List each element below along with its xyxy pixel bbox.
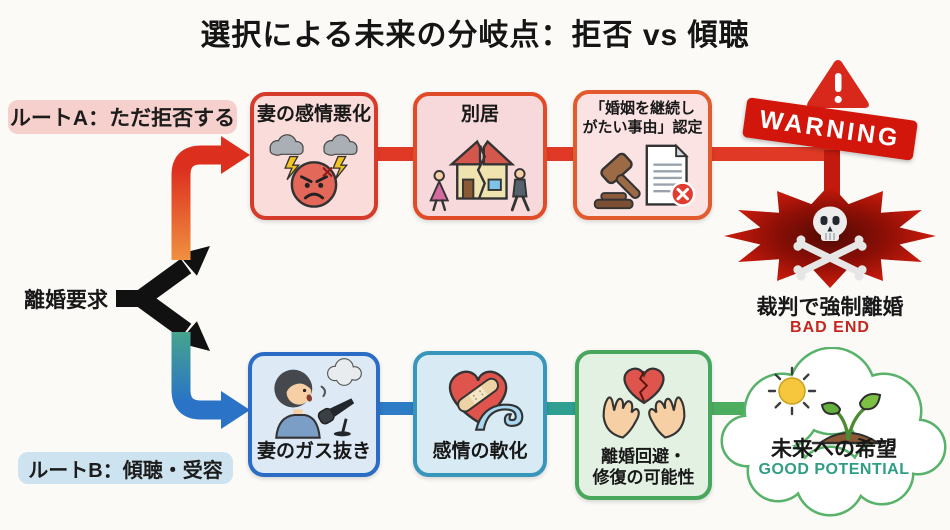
warning-starburst-icon bbox=[724, 184, 936, 288]
microphone bbox=[317, 398, 355, 437]
route-b-outcome-label: 未来への希望 bbox=[771, 438, 897, 461]
sun-icon bbox=[767, 366, 817, 416]
good-potential-badge: GOOD POTENTIAL bbox=[758, 461, 910, 478]
step-box-court-grounds: 「婚姻を継続し がたい事由」認定 bbox=[573, 90, 712, 220]
warning-triangle-icon bbox=[807, 60, 869, 108]
connector bbox=[378, 402, 415, 415]
man-figure bbox=[510, 168, 530, 212]
cloud-icon bbox=[720, 347, 947, 517]
step-label: 感情の軟化 bbox=[432, 441, 528, 463]
storm-angry-face-icon bbox=[269, 134, 358, 209]
connector bbox=[545, 147, 576, 161]
bandaged-heart-wave-icon bbox=[448, 370, 524, 431]
connector bbox=[709, 147, 839, 161]
connector bbox=[710, 402, 746, 415]
step-label-line1: 離婚回避・ bbox=[601, 446, 686, 466]
step-label-line1: 「婚姻を継続し bbox=[589, 100, 695, 117]
venting-microphone-icon bbox=[274, 358, 362, 439]
step-label: 妻の感情悪化 bbox=[256, 104, 371, 125]
step-box-divorce-avoidance: 離婚回避・ 修復の可能性 bbox=[575, 350, 712, 500]
sprout-icon bbox=[811, 393, 887, 445]
connector bbox=[376, 147, 416, 161]
bad-end-badge: BAD END bbox=[790, 319, 870, 336]
page-title: 選択による未来の分岐点：拒否 vs 傾聴 bbox=[200, 19, 750, 52]
hands-holding-broken-heart-icon bbox=[602, 367, 685, 439]
blue-elbow-arrow-icon bbox=[171, 332, 250, 429]
step-box-wife-venting: 妻のガス抜き bbox=[248, 352, 380, 477]
step-label: 妻のガス抜き bbox=[256, 441, 371, 463]
route-b-label: ルートB：傾聴・受容 bbox=[18, 452, 233, 484]
route-a-label: ルートA：ただ拒否する bbox=[8, 100, 237, 134]
step-label-line2: がたい事由」認定 bbox=[582, 118, 703, 136]
start-label: 離婚要求 bbox=[24, 289, 108, 312]
woman-figure bbox=[429, 170, 450, 212]
step-label-line2: 修復の可能性 bbox=[592, 467, 695, 487]
step-box-emotion-softening: 感情の軟化 bbox=[413, 351, 547, 477]
step-box-separation: 別居 bbox=[413, 92, 547, 220]
red-elbow-arrow-icon bbox=[171, 136, 250, 260]
connector bbox=[545, 402, 577, 415]
broken-house-separation-icon bbox=[429, 140, 530, 212]
skull-crossbones-icon bbox=[793, 206, 867, 281]
route-a-outcome-label: 裁判で強制離婚 bbox=[756, 296, 904, 319]
gavel-rejected-document-icon bbox=[593, 143, 695, 209]
step-box-wife-anger: 妻の感情悪化 bbox=[250, 92, 378, 220]
step-label: 別居 bbox=[460, 104, 499, 125]
